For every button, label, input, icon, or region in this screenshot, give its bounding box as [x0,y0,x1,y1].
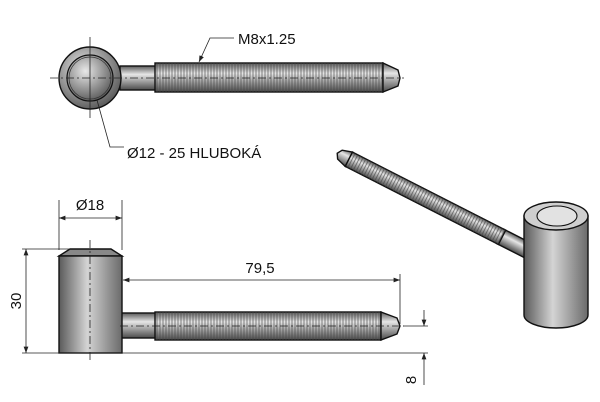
thread-callout: M8x1.25 [238,31,296,48]
cylindrical-head [523,215,589,329]
front-view: Ø18 30 79,5 8 [8,197,428,385]
head-chamfer [56,248,125,257]
isometric-view [336,149,589,329]
hole-callout: Ø12 - 25 HLUBOKÁ [127,145,261,162]
hole-leader [96,99,124,148]
dim-pin-length: 79,5 [245,260,274,277]
top-view: M8x1.25 Ø12 - 25 HLUBOKÁ [50,31,404,162]
thread-leader [198,37,234,63]
pin-tip [382,61,401,94]
pin-neck [119,312,157,339]
dim-head-height: 30 [8,293,25,310]
dim-pin-offset: 8 [403,376,420,384]
dim-head-diameter: Ø18 [76,197,104,214]
cylindrical-head [58,255,123,354]
head-top-face [536,205,578,227]
pin-tip [336,149,354,168]
pin-tip [380,310,401,342]
